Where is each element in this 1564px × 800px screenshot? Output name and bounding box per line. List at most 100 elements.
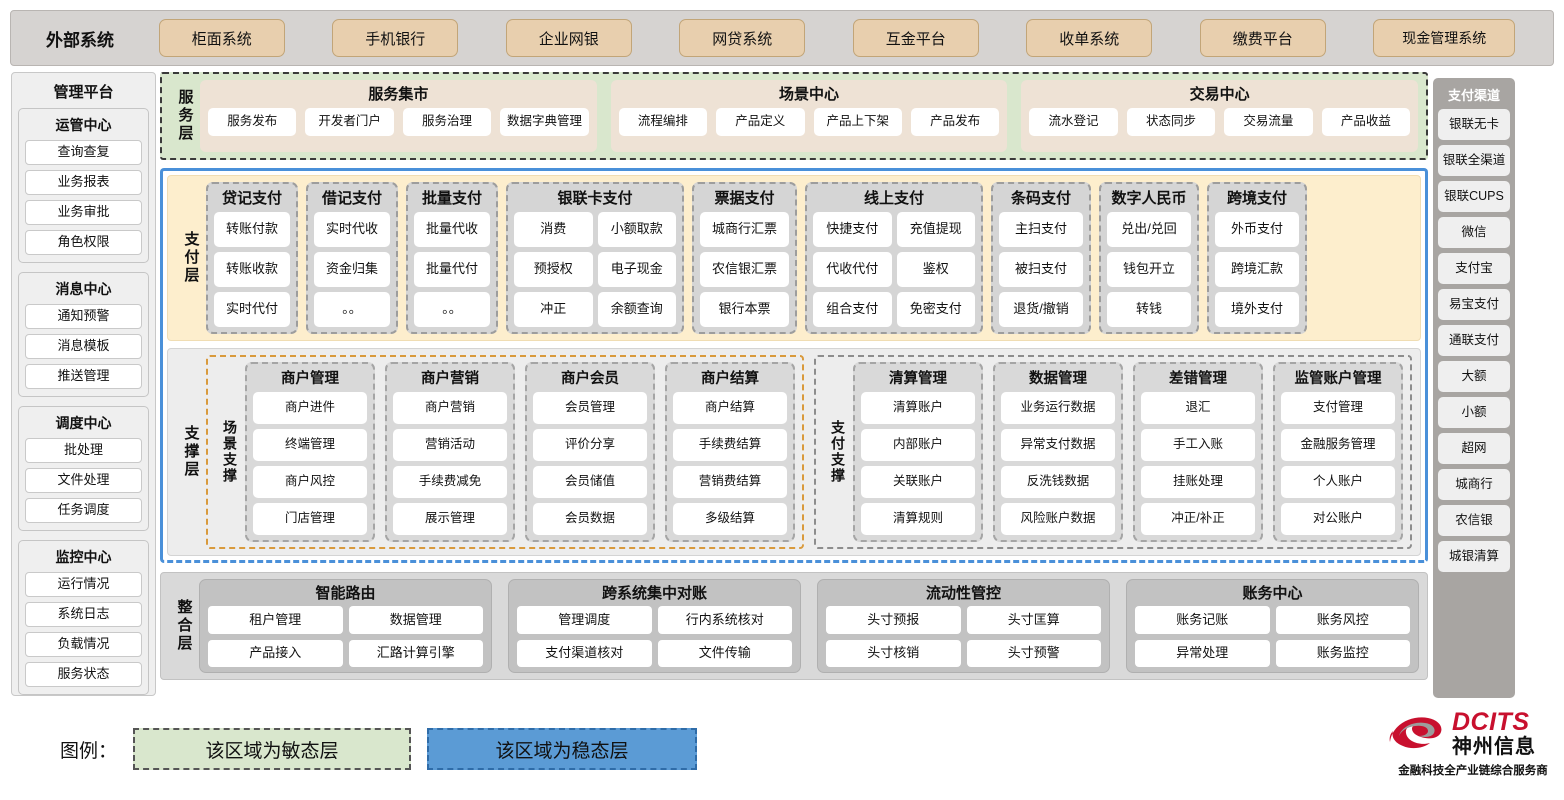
management-item[interactable]: 批处理 [25,438,142,463]
management-item[interactable]: 系统日志 [25,602,142,627]
support-item[interactable]: 营销活动 [393,429,507,461]
payment-channel-item[interactable]: 支付宝 [1438,253,1510,284]
service-item[interactable]: 交易流量 [1224,108,1313,136]
payment-item[interactable]: 。。 [314,292,390,327]
support-item[interactable]: 冲正/补正 [1141,503,1255,535]
payment-channel-item[interactable]: 农信银 [1438,505,1510,536]
payment-item[interactable]: 退货/撤销 [999,292,1083,327]
integration-item[interactable]: 支付渠道核对 [517,639,652,667]
support-item[interactable]: 对公账户 [1281,503,1395,535]
integration-item[interactable]: 数据管理 [348,606,483,634]
external-system-chip[interactable]: 互金平台 [852,19,979,57]
payment-item[interactable]: 快捷支付 [813,212,892,247]
management-item[interactable]: 文件处理 [25,468,142,493]
support-item[interactable]: 个人账户 [1281,466,1395,498]
support-item[interactable]: 营销费结算 [673,466,787,498]
integration-item[interactable]: 头寸预警 [966,639,1101,667]
payment-item[interactable]: 跨境汇款 [1215,252,1299,287]
payment-item[interactable]: 主扫支付 [999,212,1083,247]
integration-item[interactable]: 头寸预报 [826,606,961,634]
payment-item[interactable]: 实时代付 [214,292,290,327]
payment-channel-item[interactable]: 城商行 [1438,469,1510,500]
support-item[interactable]: 金融服务管理 [1281,429,1395,461]
payment-item[interactable]: 电子现金 [597,252,676,287]
payment-channel-item[interactable]: 银联全渠道 [1438,145,1510,176]
support-item[interactable]: 清算账户 [861,392,975,424]
management-item[interactable]: 推送管理 [25,364,142,389]
payment-item[interactable]: 转账收款 [214,252,290,287]
service-item[interactable]: 产品收益 [1321,108,1411,136]
payment-item[interactable]: 兑出/兑回 [1107,212,1191,247]
support-item[interactable]: 门店管理 [253,503,367,535]
external-system-chip[interactable]: 缴费平台 [1199,19,1326,57]
payment-channel-item[interactable]: 通联支付 [1438,325,1510,356]
support-item[interactable]: 商户进件 [253,392,367,424]
payment-item[interactable]: 资金归集 [314,252,390,287]
support-item[interactable]: 商户结算 [673,392,787,424]
integration-item[interactable]: 异常处理 [1135,639,1270,667]
payment-channel-item[interactable]: 超网 [1438,433,1510,464]
service-item[interactable]: 流水登记 [1029,108,1118,136]
service-item[interactable]: 服务治理 [402,108,492,136]
support-item[interactable]: 会员管理 [533,392,647,424]
payment-item[interactable]: 充值提现 [896,212,975,247]
payment-item[interactable]: 转钱 [1107,292,1191,327]
payment-item[interactable]: 消费 [514,212,593,247]
payment-item[interactable]: 冲正 [514,292,593,327]
payment-item[interactable]: 鉴权 [896,252,975,287]
support-item[interactable]: 会员储值 [533,466,647,498]
support-item[interactable]: 业务运行数据 [1001,392,1115,424]
support-item[interactable]: 手工入账 [1141,429,1255,461]
management-item[interactable]: 角色权限 [25,230,142,255]
service-item[interactable]: 开发者门户 [305,108,394,136]
management-item[interactable]: 负载情况 [25,632,142,657]
management-item[interactable]: 业务审批 [25,200,142,225]
payment-item[interactable]: 预授权 [514,252,593,287]
external-system-chip[interactable]: 企业网银 [505,19,632,57]
payment-item[interactable]: 小额取款 [597,212,676,247]
support-item[interactable]: 风险账户数据 [1001,503,1115,535]
external-system-chip[interactable]: 网贷系统 [679,19,806,57]
integration-item[interactable]: 账务监控 [1275,639,1410,667]
integration-item[interactable]: 产品接入 [208,639,343,667]
external-system-chip[interactable]: 现金管理系统 [1373,19,1516,57]
support-item[interactable]: 评价分享 [533,429,647,461]
support-item[interactable]: 手续费减免 [393,466,507,498]
integration-item[interactable]: 租户管理 [208,606,343,634]
payment-channel-item[interactable]: 银联CUPS [1438,181,1510,212]
support-item[interactable]: 多级结算 [673,503,787,535]
service-item[interactable]: 产品发布 [910,108,1000,136]
support-item[interactable]: 异常支付数据 [1001,429,1115,461]
external-system-chip[interactable]: 柜面系统 [158,19,285,57]
payment-item[interactable]: 城商行汇票 [700,212,789,247]
payment-item[interactable]: 农信银汇票 [700,252,789,287]
service-item[interactable]: 服务发布 [208,108,297,136]
integration-item[interactable]: 管理调度 [517,606,652,634]
payment-channel-item[interactable]: 易宝支付 [1438,289,1510,320]
management-item[interactable]: 业务报表 [25,170,142,195]
support-item[interactable]: 内部账户 [861,429,975,461]
payment-item[interactable]: 实时代收 [314,212,390,247]
integration-item[interactable]: 文件传输 [657,639,792,667]
integration-item[interactable]: 账务风控 [1275,606,1410,634]
management-item[interactable]: 通知预警 [25,304,142,329]
management-item[interactable]: 服务状态 [25,662,142,687]
support-item[interactable]: 挂账处理 [1141,466,1255,498]
service-item[interactable]: 产品上下架 [813,108,902,136]
service-item[interactable]: 状态同步 [1126,108,1216,136]
payment-item[interactable]: 钱包开立 [1107,252,1191,287]
support-item[interactable]: 展示管理 [393,503,507,535]
support-item[interactable]: 反洗钱数据 [1001,466,1115,498]
support-item[interactable]: 会员数据 [533,503,647,535]
integration-item[interactable]: 行内系统核对 [657,606,792,634]
payment-item[interactable]: 余额查询 [597,292,676,327]
payment-item[interactable]: 代收代付 [813,252,892,287]
payment-item[interactable]: 转账付款 [214,212,290,247]
external-system-chip[interactable]: 收单系统 [1026,19,1153,57]
payment-item[interactable]: 批量代收 [414,212,490,247]
service-item[interactable]: 流程编排 [618,108,708,136]
payment-item[interactable]: 境外支付 [1215,292,1299,327]
payment-item[interactable]: 外币支付 [1215,212,1299,247]
support-item[interactable]: 手续费结算 [673,429,787,461]
support-item[interactable]: 清算规则 [861,503,975,535]
